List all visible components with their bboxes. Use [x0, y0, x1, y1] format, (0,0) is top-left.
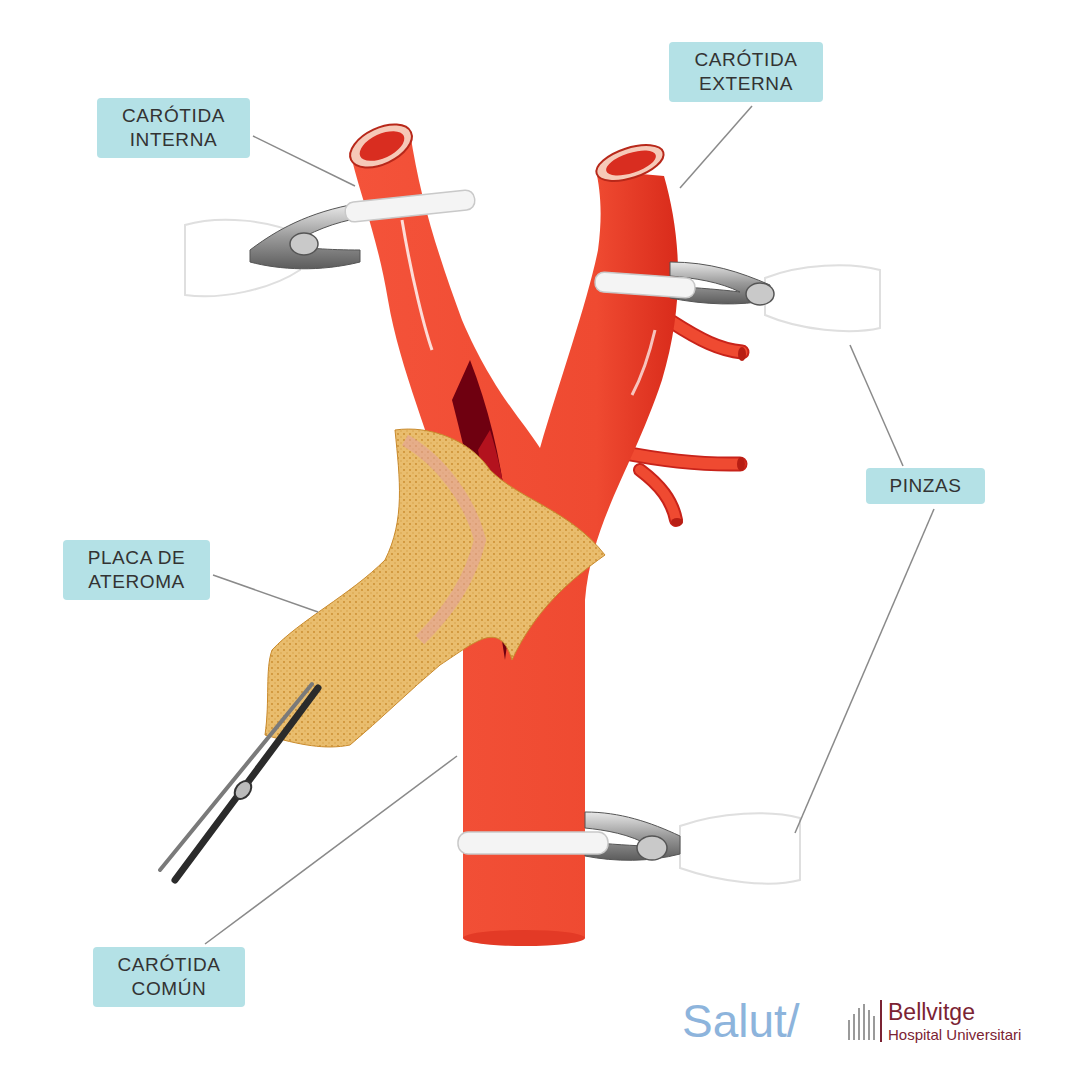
atheroma-plaque	[265, 429, 605, 747]
vessel-opening	[343, 116, 667, 188]
callout-text: CARÓTIDA COMÚN	[103, 953, 235, 1001]
vascular-clamp	[185, 189, 476, 296]
vascular-clamp	[458, 812, 800, 884]
hospital-subtitle: Hospital Universitari	[888, 1026, 1021, 1043]
callout-label: CARÓTIDA EXTERNA	[669, 42, 823, 102]
vascular-clamp	[594, 262, 880, 331]
leader-line	[205, 106, 934, 944]
callout-text: CARÓTIDA INTERNA	[107, 104, 240, 152]
callout-text: PINZAS	[876, 474, 975, 498]
forceps	[160, 684, 318, 880]
hospital-logo-mark	[848, 1000, 882, 1042]
callout-label: CARÓTIDA COMÚN	[93, 947, 245, 1007]
callout-label: PINZAS	[866, 468, 985, 504]
hospital-name: Bellvitge	[888, 1000, 975, 1025]
callout-label: CARÓTIDA INTERNA	[97, 98, 250, 158]
callout-text: CARÓTIDA EXTERNA	[679, 48, 813, 96]
callout-text: PLACA DE ATEROMA	[73, 546, 200, 594]
brand-name: Salut/	[682, 996, 800, 1047]
callout-label: PLACA DE ATEROMA	[63, 540, 210, 600]
